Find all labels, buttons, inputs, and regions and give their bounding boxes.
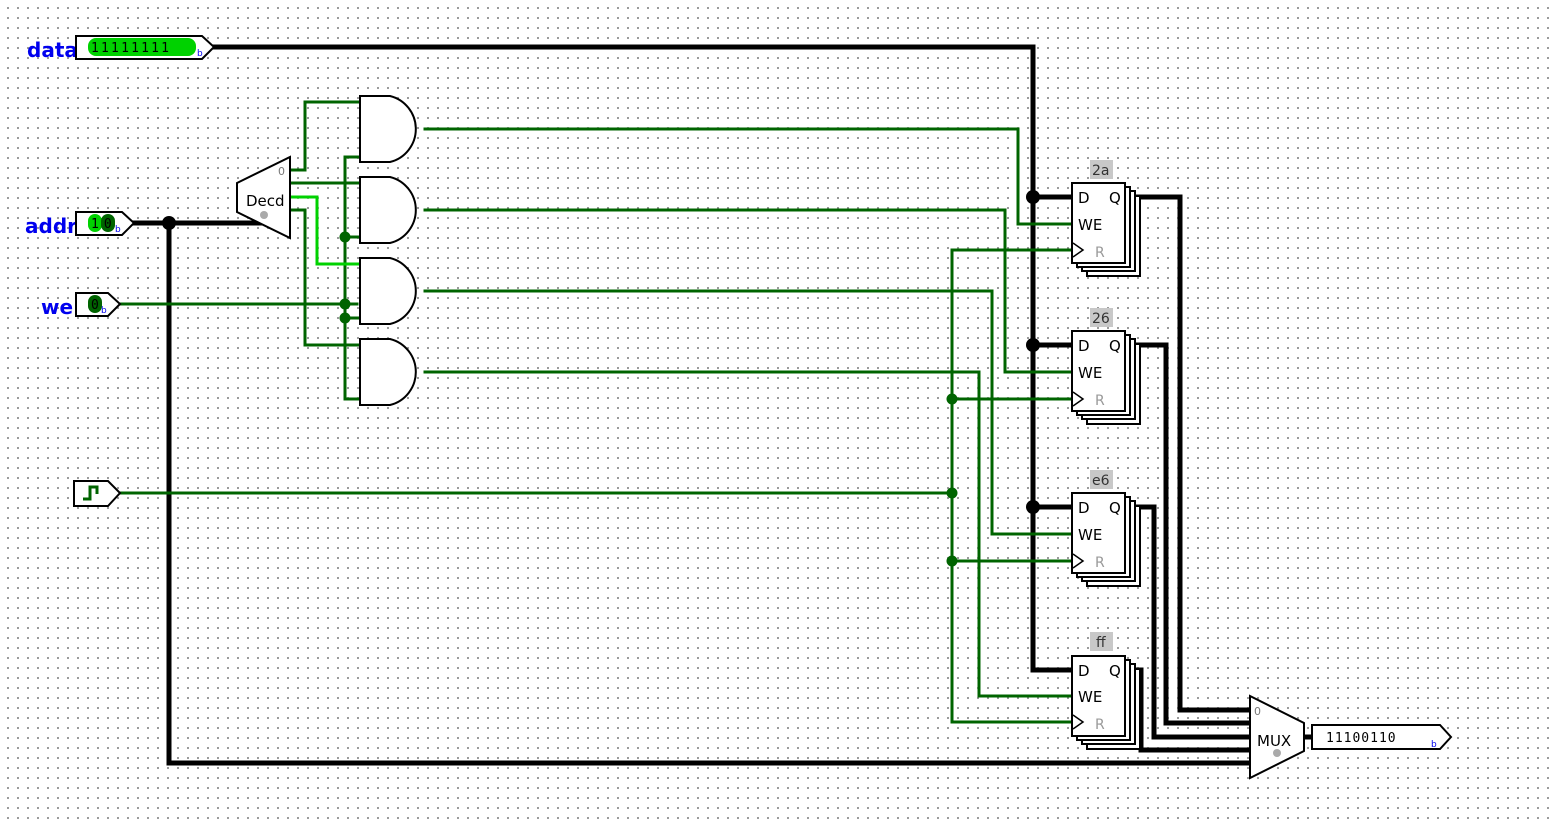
input-pin-addr[interactable]: addr 10 b (25, 211, 136, 238)
and-gate-2[interactable] (359, 176, 417, 244)
junction-we-1 (339, 231, 351, 243)
junction-clk-2 (946, 487, 958, 499)
decd-out0-wire (288, 100, 362, 172)
clock-input[interactable] (73, 480, 122, 507)
register-0-port-d: D (1078, 189, 1090, 207)
clock-icon (83, 485, 99, 501)
pin-bits-bg-we (88, 295, 102, 313)
register-2-port-we: WE (1078, 526, 1102, 544)
multiplexer[interactable]: 0 MUX (1249, 694, 1305, 780)
junction-data-2a (1026, 190, 1040, 204)
pin-bits-bg-addr-hi (88, 214, 102, 232)
register-3-port-r: R (1095, 717, 1105, 733)
register-1-port-r: R (1095, 393, 1105, 409)
register-2-value-bg (1090, 470, 1113, 489)
register-0-clock-icon (1072, 242, 1085, 258)
decoder[interactable]: Decd 0 (236, 155, 291, 240)
junctions (162, 190, 1040, 567)
input-pin-we[interactable]: we 0 b (41, 292, 122, 319)
mux-label: MUX (1257, 732, 1291, 750)
register-2-clock-icon (1072, 553, 1085, 569)
register-3-value: ff (1096, 635, 1106, 651)
decd-out3-wire (288, 208, 362, 347)
reg-26-q-wire (1127, 342, 1253, 726)
register-1-value-bg (1090, 308, 1113, 327)
pin-bits-data: 11111111 (91, 41, 171, 56)
pin-radix-addr: b (115, 225, 121, 235)
data-bus-wire (212, 44, 1075, 673)
register-1[interactable]: 26 D Q WE R (1071, 308, 1141, 425)
and3-out-wire (423, 289, 1074, 536)
register-0-body (1071, 182, 1126, 264)
pin-radix-we: b (101, 306, 107, 316)
junction-addr (162, 216, 176, 230)
and-gate-1-body (359, 95, 417, 163)
pin-bits-we: 0 (91, 298, 99, 313)
pin-label-we: we (41, 295, 73, 319)
register-0-value: 2a (1092, 163, 1110, 179)
register-0-value-bg (1090, 160, 1113, 179)
register-3-value-bg (1090, 632, 1113, 651)
junction-data-e6 (1026, 500, 1040, 514)
mux-select-dot (1273, 749, 1281, 757)
pin-bits-bg-addr-lo (101, 214, 115, 232)
and-gate-3[interactable] (359, 257, 417, 325)
mux-first-input: 0 (1254, 705, 1261, 718)
register-1-clock-icon (1072, 391, 1085, 407)
register-2[interactable]: e6 D Q WE R (1071, 470, 1141, 587)
and-gate-3-body (359, 257, 417, 325)
register-1-port-we: WE (1078, 364, 1102, 382)
junction-we-2 (339, 298, 351, 310)
pin-bits-bg-data (88, 38, 196, 56)
junction-clk-3 (946, 555, 958, 567)
and-gate-1[interactable] (359, 95, 417, 163)
and4-out-wire (423, 370, 1074, 698)
register-0[interactable]: 2a D Q WE R (1071, 160, 1141, 277)
pin-radix-data: b (197, 49, 203, 59)
junction-data-26 (1026, 338, 1040, 352)
register-3-clock-icon (1072, 714, 1085, 730)
register-2-port-r: R (1095, 555, 1105, 571)
wires (118, 44, 1315, 766)
junction-clk-1 (946, 393, 958, 405)
register-1-port-q: Q (1109, 337, 1121, 355)
decd-out2-wire (288, 195, 362, 266)
register-0-port-r: R (1095, 245, 1105, 261)
mux-body (1249, 694, 1305, 780)
and-gate-4[interactable] (359, 338, 417, 406)
register-2-port-q: Q (1109, 499, 1121, 517)
output-bits: 11100110 (1326, 731, 1397, 746)
input-pin-data[interactable]: data 11111111 b (27, 35, 216, 62)
pin-label-data: data (27, 38, 78, 62)
register-0-port-we: WE (1078, 216, 1102, 234)
pin-bits-addr: 10 (91, 217, 117, 232)
decoder-label: Decd (246, 192, 285, 210)
decoder-body (236, 155, 291, 240)
reg-2a-q-wire (1127, 194, 1253, 713)
decoder-first-output: 0 (278, 165, 285, 178)
register-3-port-q: Q (1109, 662, 1121, 680)
pin-label-addr: addr (25, 214, 77, 238)
reg-e6-q-wire (1127, 504, 1253, 740)
and-gate-4-body (359, 338, 417, 406)
and2-out-wire (423, 208, 1074, 374)
register-3[interactable]: ff D Q WE R (1071, 632, 1141, 750)
junction-we-3 (339, 312, 351, 324)
register-3-port-d: D (1078, 662, 1090, 680)
register-1-value: 26 (1092, 311, 1110, 327)
output-pin-body (1311, 724, 1453, 750)
decoder-select-dot (260, 211, 268, 219)
and1-out-wire (423, 127, 1074, 226)
register-0-port-q: Q (1109, 189, 1121, 207)
and-gate-2-body (359, 176, 417, 244)
register-2-value: e6 (1092, 473, 1110, 489)
output-radix: b (1431, 740, 1437, 750)
addr-bus-to-mux (166, 220, 1268, 766)
register-3-port-we: WE (1078, 688, 1102, 706)
register-1-port-d: D (1078, 337, 1090, 355)
register-2-port-d: D (1078, 499, 1090, 517)
output-pin: 11100110 b (1311, 724, 1453, 750)
